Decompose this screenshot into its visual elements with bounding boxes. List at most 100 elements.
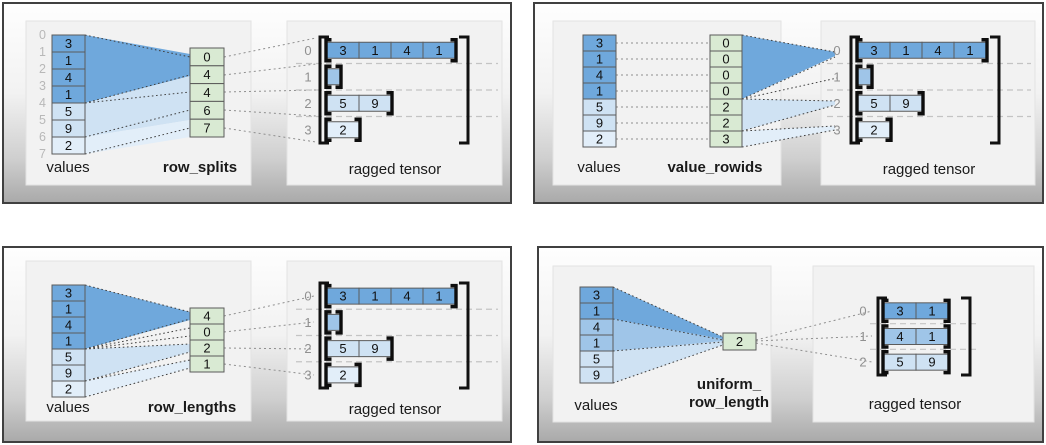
- row-bracket-right: [354, 117, 362, 142]
- fan-shape: [85, 285, 190, 349]
- param-cell-value: 2: [722, 116, 729, 131]
- param-label: row_lengths: [148, 399, 236, 416]
- tensor-cell-value: 9: [371, 96, 378, 111]
- row-bracket-left: [855, 91, 863, 116]
- dotted-connector: [755, 335, 873, 342]
- fan-edge-dotted-line: [84, 34, 191, 58]
- row-index-label: 0: [304, 43, 311, 58]
- values-cell-value: 2: [65, 138, 72, 153]
- fan-edge-dotted-line: [84, 335, 191, 350]
- values-label: values: [46, 399, 89, 416]
- fan-edge-dotted-line: [84, 284, 191, 313]
- tensor-label: ragged tensor: [349, 161, 442, 178]
- outer-bracket-left: [318, 281, 329, 390]
- param-cell-value: 0: [722, 68, 729, 83]
- fan-edge-dotted-line: [84, 351, 191, 382]
- values-cell: [579, 366, 614, 384]
- tensor-cell-value: 3: [870, 43, 877, 58]
- row-index-label: 2: [859, 355, 866, 370]
- tensor-cell-value: 1: [928, 303, 935, 318]
- row-bracket-right: [450, 283, 458, 309]
- row-bracket-left: [324, 310, 332, 335]
- tensor-cell-value: 5: [339, 341, 346, 356]
- fan-shape: [85, 344, 190, 381]
- values-cell-value: 4: [65, 318, 72, 333]
- dotted-connector: [223, 127, 317, 143]
- row-index-label: 3: [304, 367, 311, 382]
- row-bracket-right: [943, 324, 951, 349]
- values-cell-value: 3: [593, 288, 600, 303]
- tensor-cell-value: 9: [928, 355, 935, 370]
- fan-edge-dotted-line: [741, 56, 836, 100]
- values-cell-value: 9: [65, 121, 72, 136]
- tensor-cell-value: 3: [339, 289, 346, 304]
- values-cell-value: 1: [65, 53, 72, 68]
- row-index-label: 0: [859, 303, 866, 318]
- row-bracket-left: [324, 117, 332, 142]
- values-cell-value: 5: [65, 350, 72, 365]
- dotted-connector: [223, 347, 315, 350]
- boundary-index-label: 5: [39, 113, 46, 127]
- fan-edge-dotted-line: [741, 125, 836, 132]
- fan-edge-dotted-line: [741, 129, 836, 148]
- row-index-label: 3: [833, 122, 840, 137]
- tensor-cell-value: 3: [896, 303, 903, 318]
- row-bracket-right: [917, 91, 925, 116]
- param-cell: [722, 332, 757, 351]
- dotted-connector: [223, 109, 317, 117]
- values-cell-value: 1: [596, 84, 603, 99]
- fan-edge-dotted-line: [84, 109, 191, 138]
- dotted-connector: [223, 321, 315, 333]
- row-bracket-right: [386, 336, 394, 361]
- row-bracket-right: [981, 38, 989, 63]
- tensor-cell-value: 1: [435, 289, 442, 304]
- dotted-connector: [223, 295, 315, 317]
- tensor-label: ragged tensor: [883, 161, 976, 178]
- tensor-label: ragged tensor: [349, 401, 442, 418]
- values-cell-value: 3: [65, 36, 72, 51]
- fan-shape: [613, 287, 723, 340]
- param-cell-value: 4: [203, 85, 210, 100]
- values-cell-value: 5: [65, 104, 72, 119]
- row-bracket-right: [450, 38, 458, 63]
- fan-shape: [613, 341, 723, 383]
- boundary-index-label: 4: [39, 96, 46, 110]
- row-bracket-left: [324, 38, 332, 63]
- tensor-cell-value: 5: [870, 96, 877, 111]
- row-bracket-right: [335, 310, 343, 335]
- values-cell-value: 1: [65, 302, 72, 317]
- tensor-empty-cell: [326, 68, 341, 86]
- values-cell: [582, 130, 617, 148]
- boundary-index-label: 3: [39, 79, 46, 93]
- param-cell-value: 2: [203, 341, 210, 356]
- row-bracket-right: [943, 349, 951, 375]
- tensor-cell-value: 5: [339, 96, 346, 111]
- row-index-label: 1: [304, 315, 311, 330]
- row-bracket-left: [324, 283, 332, 309]
- tensor-cell-value: 1: [928, 329, 935, 344]
- values-label: values: [46, 159, 89, 176]
- row-bracket-left: [855, 38, 863, 63]
- param-cell-value: 7: [203, 121, 210, 136]
- param-label: row_splits: [163, 159, 237, 176]
- boundary-index-label: 0: [39, 28, 46, 42]
- fan-shape: [85, 360, 190, 397]
- tensor-cell-value: 4: [403, 43, 410, 58]
- param-label: value_rowids: [667, 159, 762, 176]
- param-cell-value: 3: [722, 132, 729, 147]
- row-bracket-left: [324, 336, 332, 361]
- outer-bracket-left: [318, 35, 329, 145]
- row-bracket-right: [885, 117, 893, 142]
- outer-bracket-right: [459, 281, 470, 390]
- row-index-label: 2: [833, 96, 840, 111]
- fan-edge-dotted-line: [84, 91, 191, 104]
- param-cell-value: 6: [203, 103, 210, 118]
- boundary-index-label: 2: [39, 62, 46, 76]
- row-bracket-left: [855, 117, 863, 142]
- tensor-cell-value: 9: [902, 96, 909, 111]
